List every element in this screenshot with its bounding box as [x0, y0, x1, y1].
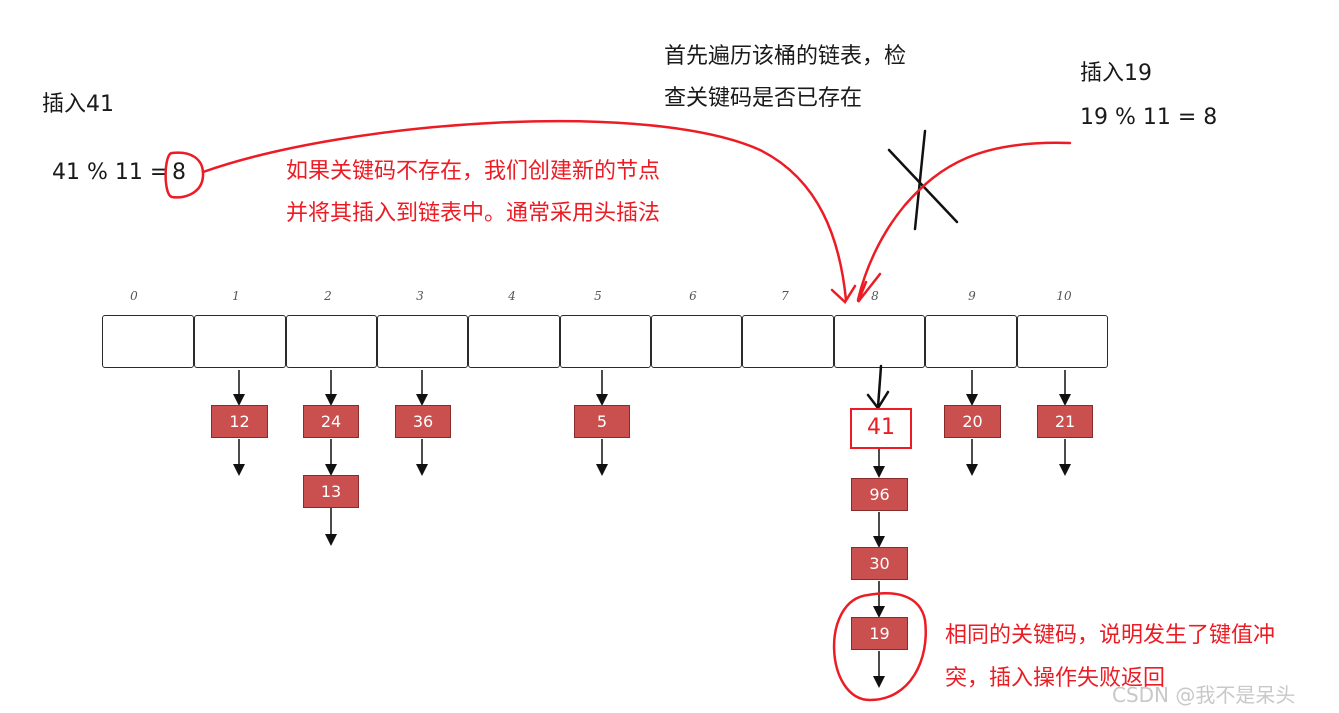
node-30: 30	[851, 547, 908, 580]
new-node-note-line2: 并将其插入到链表中。通常采用头插法	[286, 201, 661, 226]
insert-41-title: 插入41	[42, 92, 114, 117]
traverse-note-line1: 首先遍历该桶的链表，检	[664, 44, 907, 69]
bucket-index-2: 2	[324, 289, 332, 303]
node-5: 5	[574, 405, 630, 438]
node-21: 21	[1037, 405, 1093, 438]
watermark: CSDN @我不是呆头	[1112, 683, 1296, 707]
insert-41-formula: 41 % 11 =	[52, 160, 169, 185]
bucket-4	[468, 315, 560, 368]
bucket-index-5: 5	[594, 289, 602, 303]
bucket-8	[834, 315, 925, 368]
node-36: 36	[395, 405, 451, 438]
bucket-index-0: 0	[130, 289, 138, 303]
bucket-index-10: 10	[1056, 289, 1072, 303]
insert-19-title: 插入19	[1080, 61, 1152, 86]
bucket-index-8: 8	[871, 289, 879, 303]
bucket-2	[286, 315, 377, 368]
bucket-6	[651, 315, 742, 368]
bucket-index-1: 1	[232, 289, 240, 303]
node-41-new: 41	[850, 408, 912, 449]
traverse-note-line2: 查关键码是否已存在	[664, 86, 863, 111]
node-12: 12	[211, 405, 268, 438]
insert-41-formula-result: 8	[172, 160, 186, 185]
bucket-0	[102, 315, 194, 368]
bucket-5	[560, 315, 651, 368]
bucket-index-9: 9	[968, 289, 976, 303]
insert-19-formula: 19 % 11 = 8	[1080, 105, 1218, 130]
new-node-note-line1: 如果关键码不存在，我们创建新的节点	[286, 159, 661, 184]
node-20: 20	[944, 405, 1001, 438]
bucket-1	[194, 315, 286, 368]
bucket-7	[742, 315, 834, 368]
bucket-9	[925, 315, 1017, 368]
bucket-index-4: 4	[508, 289, 516, 303]
node-24: 24	[303, 405, 359, 438]
bucket-3	[377, 315, 468, 368]
node-19: 19	[851, 617, 908, 650]
conflict-note-line1: 相同的关键码，说明发生了键值冲	[945, 623, 1276, 648]
conflict-note-line2: 突，插入操作失败返回	[945, 666, 1166, 691]
bucket-index-3: 3	[416, 289, 424, 303]
node-96: 96	[851, 478, 908, 511]
node-13: 13	[303, 475, 359, 508]
bucket-10	[1017, 315, 1108, 368]
bucket-index-6: 6	[689, 289, 697, 303]
bucket-index-7: 7	[781, 289, 789, 303]
